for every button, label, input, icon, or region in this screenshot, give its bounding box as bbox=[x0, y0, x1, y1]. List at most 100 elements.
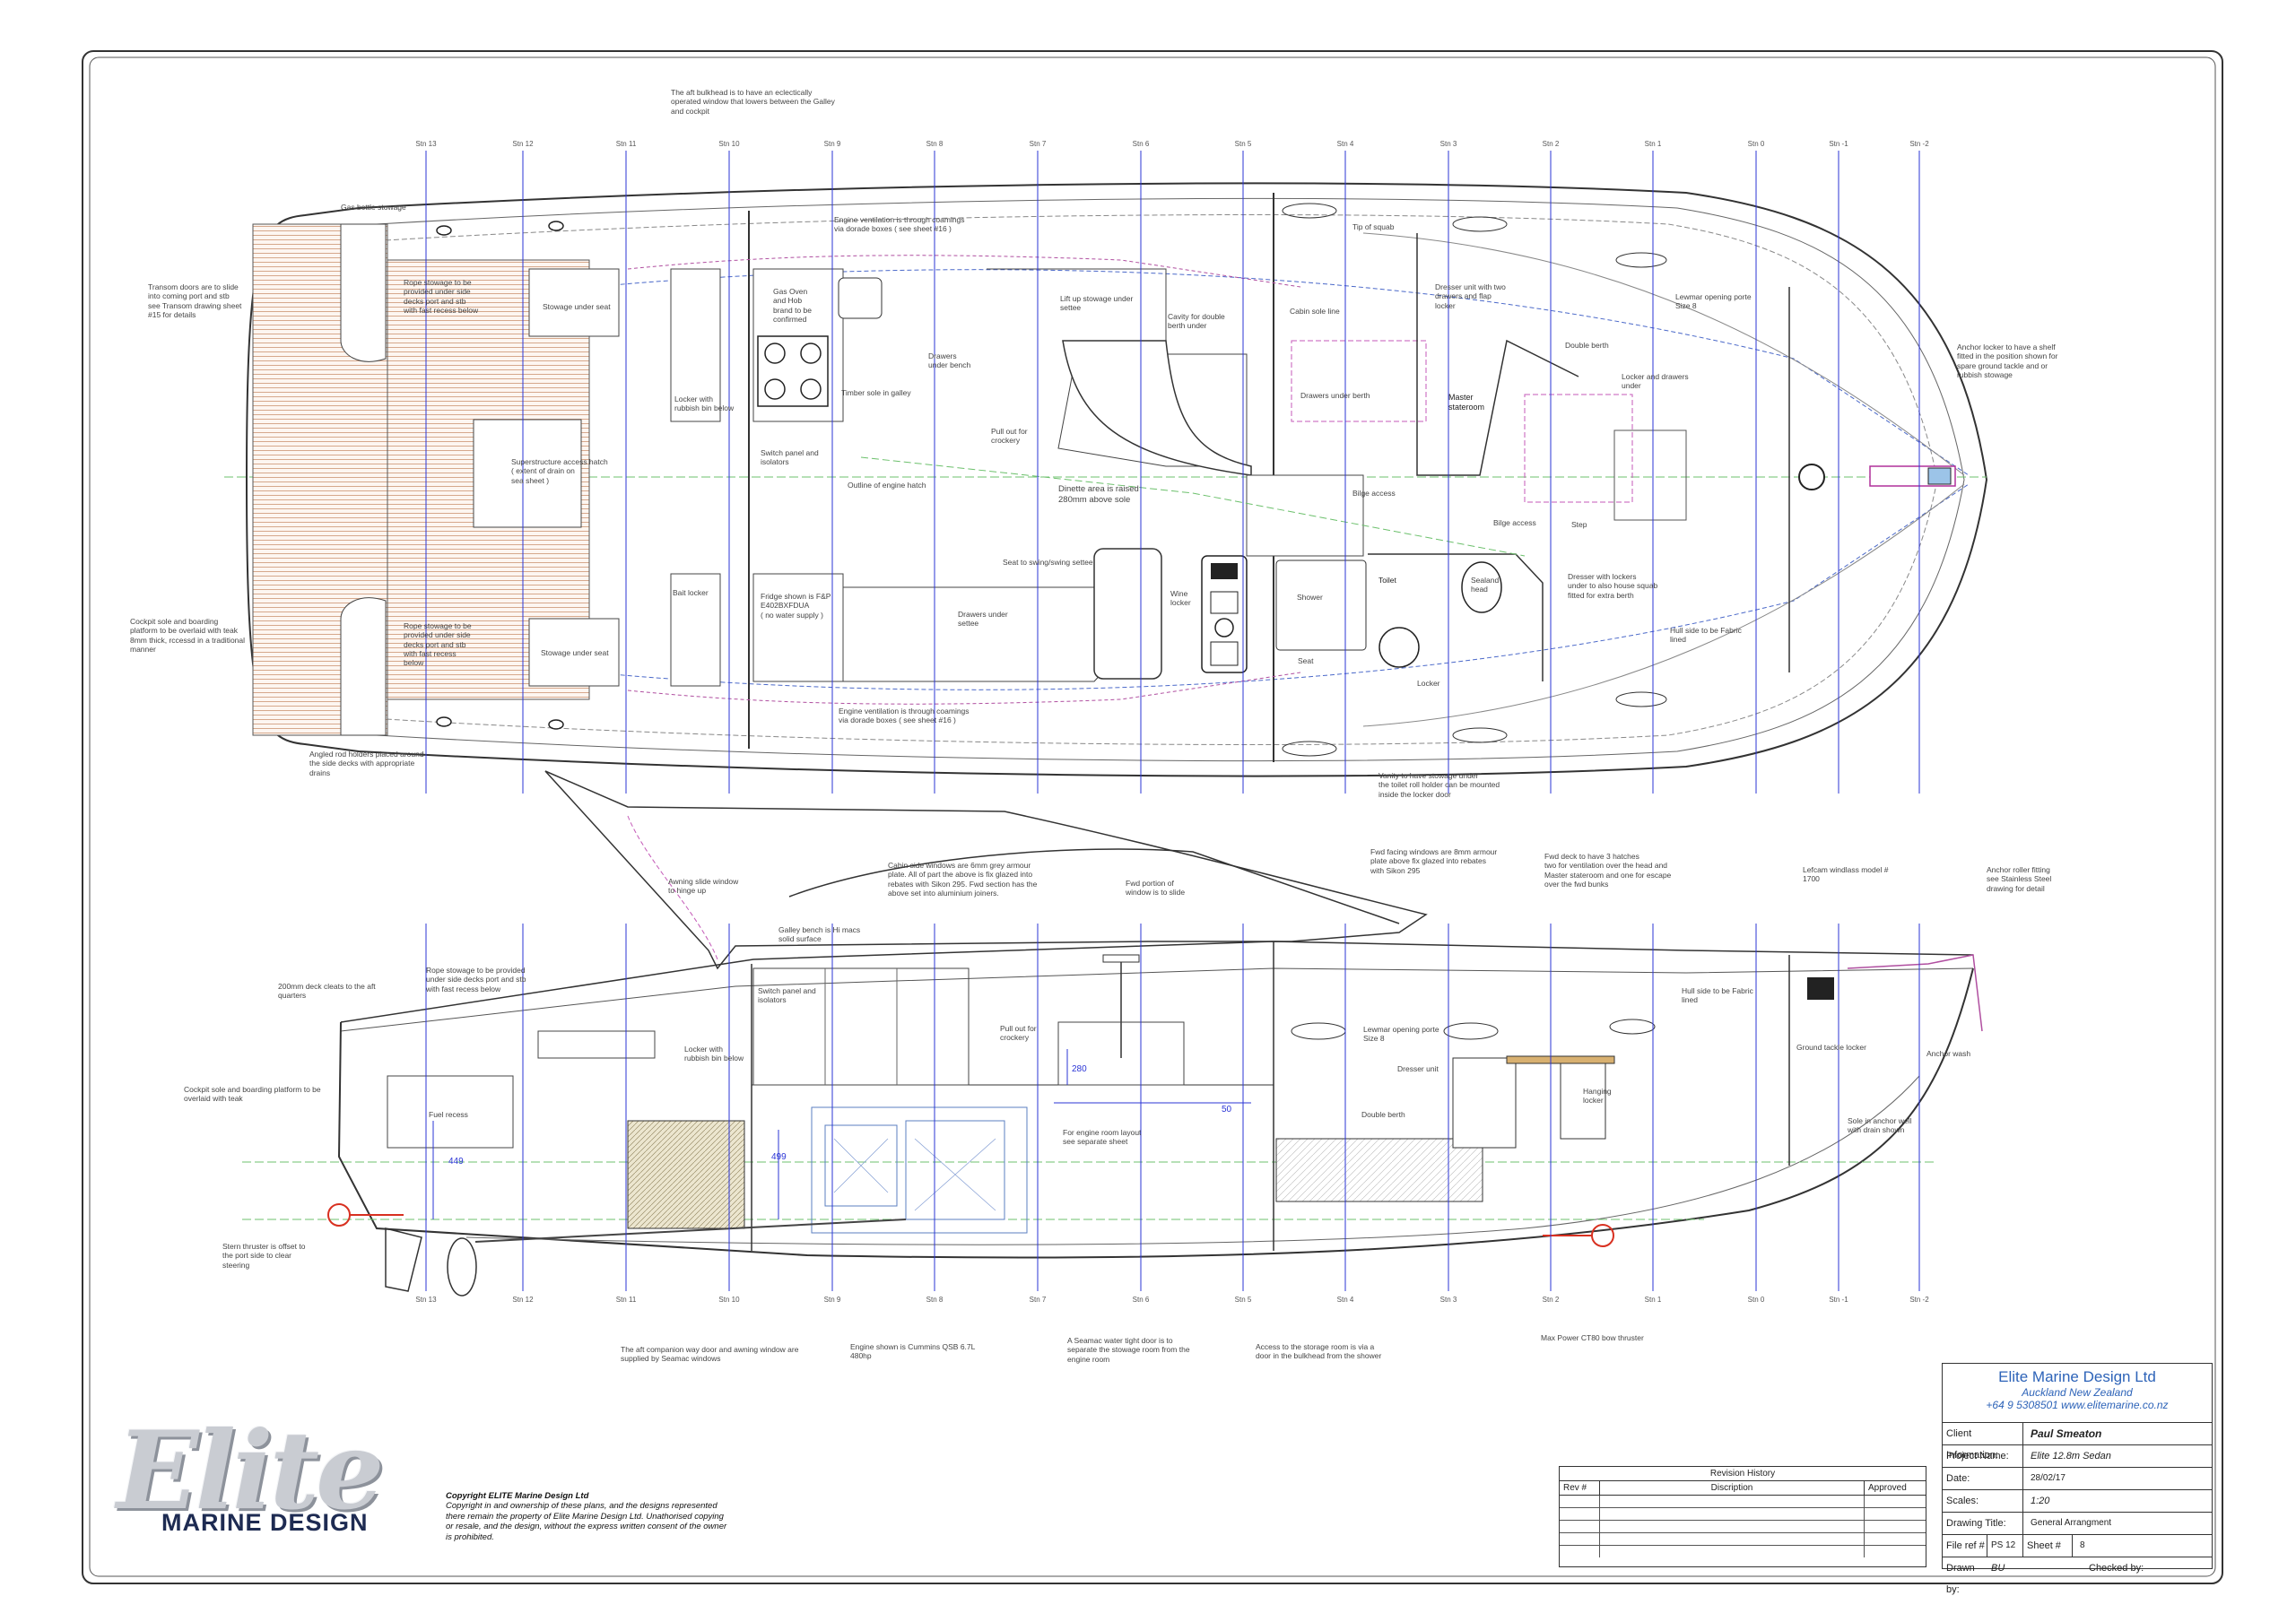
firm-header: Elite Marine Design Ltd Auckland New Zea… bbox=[1943, 1368, 2212, 1423]
tb-fileref-label: File ref # bbox=[1943, 1535, 1987, 1557]
station-label: Stn -2 bbox=[1909, 1296, 1929, 1304]
note-timber-sole: Timber sole in galley bbox=[841, 388, 911, 397]
note-fridge: Fridge shown is F&P E402BXFDUA ( no wate… bbox=[761, 592, 831, 620]
elite-logo: Elite bbox=[117, 1408, 384, 1534]
station-label: Stn 8 bbox=[926, 140, 944, 148]
note-fwd-deck: Fwd deck to have 3 hatches two for venti… bbox=[1544, 852, 1672, 889]
tb-drawn-label: Drawn by: bbox=[1946, 1563, 1975, 1595]
profile-porthole bbox=[1291, 1022, 1346, 1040]
note-stowage-seat-top: Stowage under seat bbox=[543, 302, 611, 311]
stern-thruster bbox=[327, 1203, 351, 1227]
note-rope-profile: Rope stowage to be provided under side d… bbox=[426, 966, 526, 993]
station-label: Stn 4 bbox=[1336, 1296, 1354, 1304]
tb-date-row: Date: 28/02/17 bbox=[1943, 1468, 2212, 1490]
station-label: Stn 9 bbox=[823, 1296, 841, 1304]
revision-row bbox=[1560, 1521, 1926, 1533]
note-aft-bulkhead: The aft bulkhead is to have an eclectica… bbox=[671, 88, 835, 116]
note-locker-rubbish: Locker with rubbish bin below bbox=[674, 395, 735, 413]
note-cabin-sole: Cabin sole line bbox=[1290, 307, 1340, 316]
station-label: Stn 5 bbox=[1234, 1296, 1252, 1304]
note-bilge-2: Bilge access bbox=[1493, 518, 1536, 527]
dim-50: 50 bbox=[1222, 1105, 1232, 1115]
tb-drawn-value: BU bbox=[1991, 1563, 2005, 1574]
outer-border bbox=[82, 50, 2223, 1584]
station-label: Stn 3 bbox=[1439, 1296, 1457, 1304]
station-label: Stn 13 bbox=[415, 140, 437, 148]
tb-client-value: Paul Smeaton bbox=[2031, 1427, 2102, 1440]
station-label: Stn 2 bbox=[1542, 1296, 1560, 1304]
note-deck-cleats: 200mm deck cleats to the aft quarters bbox=[278, 982, 376, 1001]
bait-locker bbox=[670, 573, 721, 687]
porthole bbox=[1615, 691, 1667, 707]
tb-drawing-label: Drawing Title: bbox=[1943, 1513, 2023, 1534]
transom-door-top bbox=[340, 223, 387, 362]
cleat bbox=[436, 716, 452, 727]
note-dresser-lockers: Dresser with lockers under to also house… bbox=[1568, 572, 1658, 600]
note-double-berth-profile: Double berth bbox=[1361, 1110, 1405, 1119]
berth-profile-2 bbox=[1506, 1055, 1615, 1064]
note-hull-fabric-top: Hull side to be Fabric lined bbox=[1670, 626, 1742, 645]
note-toilet: Toilet bbox=[1378, 576, 1396, 585]
cabin-partition bbox=[1416, 233, 1579, 476]
lazarette-hatch bbox=[473, 419, 582, 528]
tb-scale-value: 1:20 bbox=[2031, 1496, 2050, 1506]
cockpit-seat-top bbox=[528, 268, 620, 337]
note-engine-hatch: Outline of engine hatch bbox=[848, 481, 926, 490]
note-gas-bottle: Gas bottle stowage bbox=[341, 203, 406, 212]
porthole bbox=[1452, 216, 1508, 232]
note-dresser-profile: Dresser unit bbox=[1397, 1064, 1439, 1073]
note-aft-companionway: The aft companion way door and awning wi… bbox=[621, 1345, 799, 1364]
note-dinette-area: Dinette area is raised 280mm above sole bbox=[1058, 484, 1139, 505]
note-awning: Awning slide window to hinge up bbox=[668, 877, 739, 896]
note-anchor-locker: Anchor locker to have a shelf fitted in … bbox=[1957, 343, 2058, 380]
note-pull-out-profile: Pull out for crockery bbox=[1000, 1024, 1037, 1043]
rubbish-locker bbox=[670, 268, 721, 422]
station-label: Stn 11 bbox=[615, 140, 637, 148]
station-label: Stn -1 bbox=[1829, 1296, 1848, 1304]
vberth-2 bbox=[1613, 429, 1687, 521]
tb-project-row: Project Name: Elite 12.8m Sedan bbox=[1943, 1445, 2212, 1468]
tb-drawn-row: Drawn by: BU Checked by: bbox=[1943, 1557, 2212, 1595]
tb-checked-label: Checked by: bbox=[2089, 1563, 2144, 1574]
windlass-profile bbox=[1807, 977, 1834, 1000]
note-fuel-recess: Fuel recess bbox=[429, 1110, 468, 1119]
note-engine-vent-top: Engine ventilation is through coamings v… bbox=[834, 215, 965, 234]
tb-fileref-row: File ref # PS 12 Sheet # 8 bbox=[1943, 1535, 2212, 1557]
station-label: Stn 1 bbox=[1644, 1296, 1662, 1304]
revision-row bbox=[1560, 1496, 1926, 1508]
station-label: Stn 2 bbox=[1542, 140, 1560, 148]
revision-row bbox=[1560, 1508, 1926, 1521]
note-shower: Shower bbox=[1297, 593, 1323, 602]
station-label: Stn -2 bbox=[1909, 140, 1929, 148]
awning-window bbox=[627, 815, 718, 960]
note-lewmar-top: Lewmar opening porte Size 8 bbox=[1675, 292, 1752, 311]
master-berth bbox=[1291, 340, 1427, 422]
note-stowage-seat-bottom: Stowage under seat bbox=[541, 648, 609, 657]
saloon-settee bbox=[987, 268, 1248, 467]
station-label: Stn 12 bbox=[512, 140, 534, 148]
dinette-seat-profile bbox=[1057, 1021, 1185, 1086]
note-drawers-under-berth: Drawers under berth bbox=[1300, 391, 1370, 400]
station-label: Stn 10 bbox=[718, 140, 740, 148]
station-label: Stn 0 bbox=[1747, 140, 1765, 148]
copyright-notice: Copyright ELITE Marine Design Ltd Copyri… bbox=[446, 1491, 733, 1542]
galley-sink bbox=[838, 277, 883, 319]
tb-scale-label: Scales: bbox=[1943, 1490, 2023, 1512]
tb-drawing-value: General Arrangment bbox=[2031, 1518, 2112, 1528]
note-seat: Seat bbox=[1298, 656, 1314, 665]
cleat bbox=[436, 225, 452, 236]
note-hanging-locker: Hanging locker bbox=[1583, 1087, 1612, 1106]
note-step: Step bbox=[1571, 520, 1587, 529]
galley-cabinet bbox=[752, 967, 970, 1086]
porthole bbox=[1282, 203, 1337, 219]
station-label: Stn 4 bbox=[1336, 140, 1354, 148]
profile-hull bbox=[337, 967, 1974, 1259]
note-vanity: Vanity to have stowage under the toilet … bbox=[1378, 771, 1500, 799]
cockpit-locker bbox=[387, 1075, 514, 1149]
dashed-run bbox=[860, 456, 1526, 557]
note-tip-squab: Tip of squab bbox=[1352, 222, 1395, 231]
porthole bbox=[1282, 741, 1337, 757]
cooktop bbox=[757, 335, 829, 407]
bow-roller-fitting bbox=[1927, 467, 1952, 485]
note-fwd-facing: Fwd facing windows are 8mm armour plate … bbox=[1370, 847, 1498, 875]
